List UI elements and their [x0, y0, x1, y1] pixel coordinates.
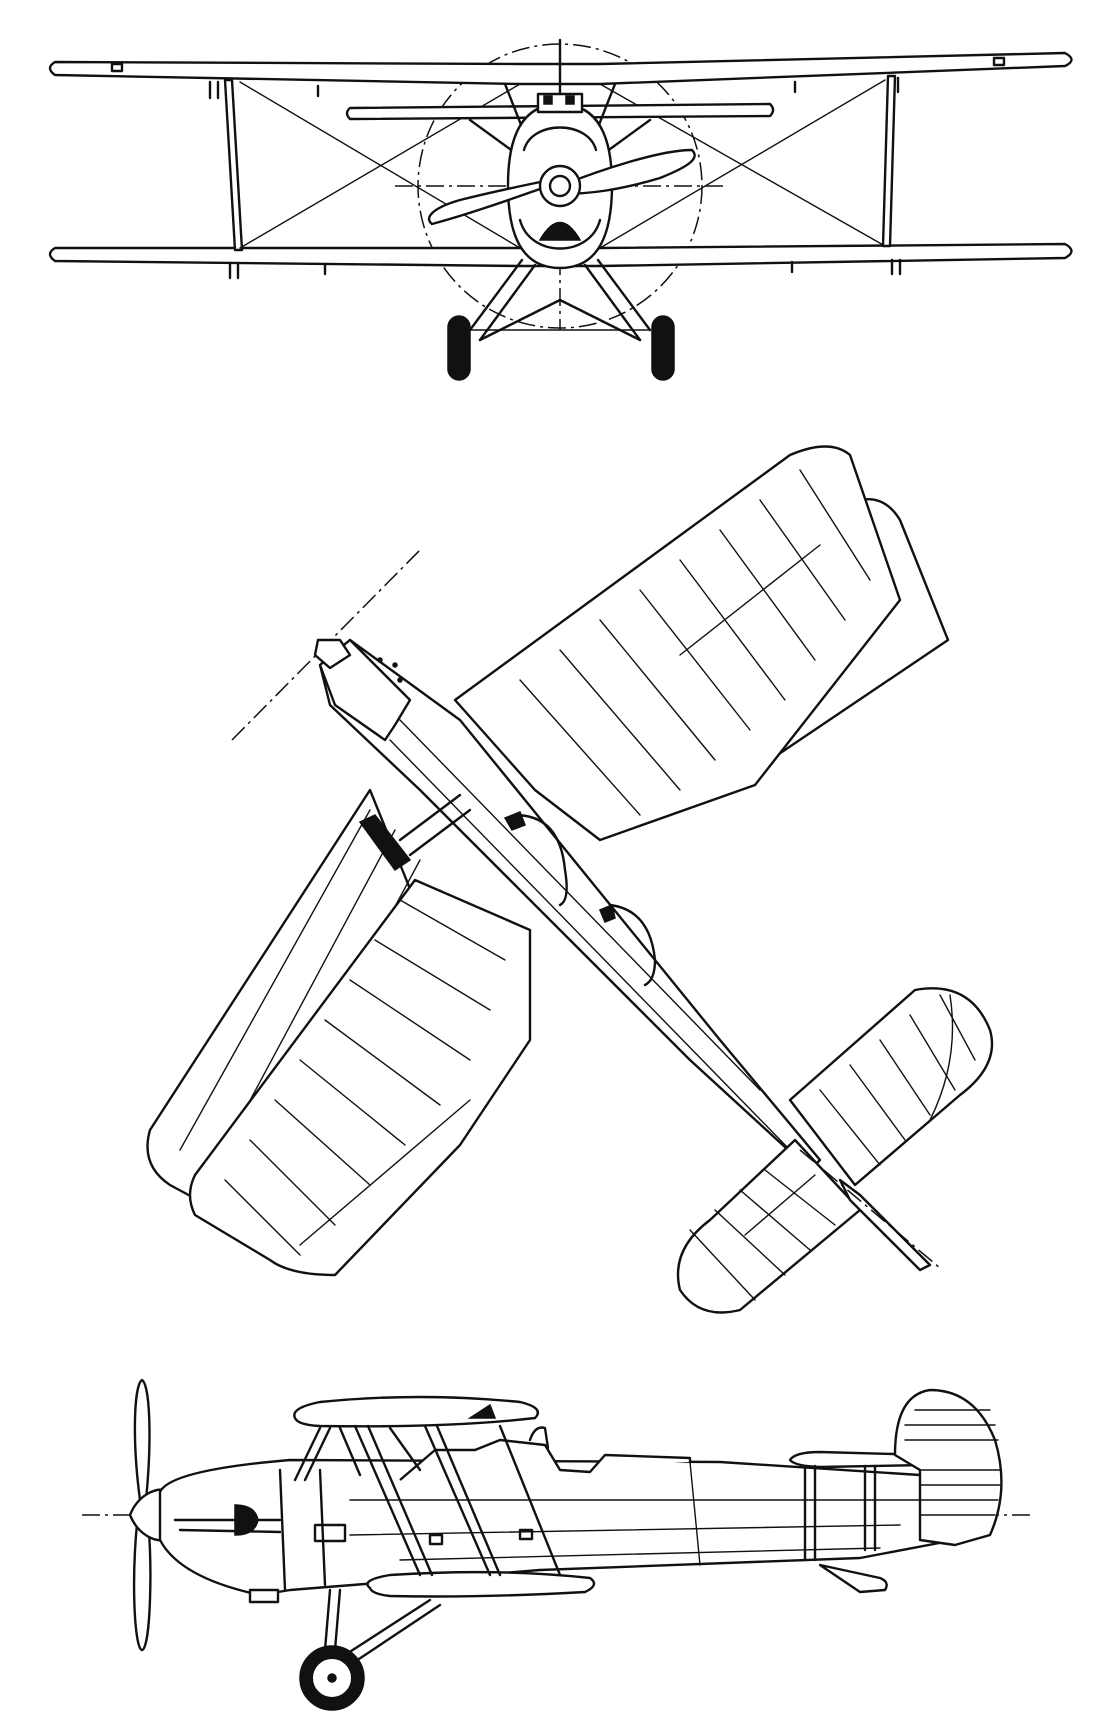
top-tailplane-left [676, 1138, 862, 1314]
top-tailplane-right [788, 987, 994, 1187]
side-lower-wing [366, 1570, 596, 1598]
front-left-wheel [447, 315, 471, 381]
top-gun [358, 814, 412, 872]
front-oil-cooler [538, 221, 582, 241]
top-cockpit-front [513, 813, 568, 907]
top-spinner [313, 638, 352, 670]
top-view [146, 445, 994, 1314]
front-right-wheel [651, 315, 675, 381]
side-fin-rudder [893, 1388, 1003, 1547]
front-propeller [558, 148, 696, 196]
front-spinner [538, 164, 582, 208]
side-upper-wing [293, 1395, 540, 1428]
top-cockpit-rear [608, 903, 657, 987]
top-left-wing [188, 878, 532, 1277]
top-rudder [838, 1178, 932, 1272]
side-fuselage [158, 1458, 957, 1597]
side-cockpit-deck [399, 1438, 692, 1481]
front-view [48, 38, 1073, 381]
side-view [82, 1378, 1035, 1711]
side-tail-skid [818, 1563, 888, 1594]
top-cowling [318, 638, 412, 742]
top-right-wing [453, 445, 902, 842]
